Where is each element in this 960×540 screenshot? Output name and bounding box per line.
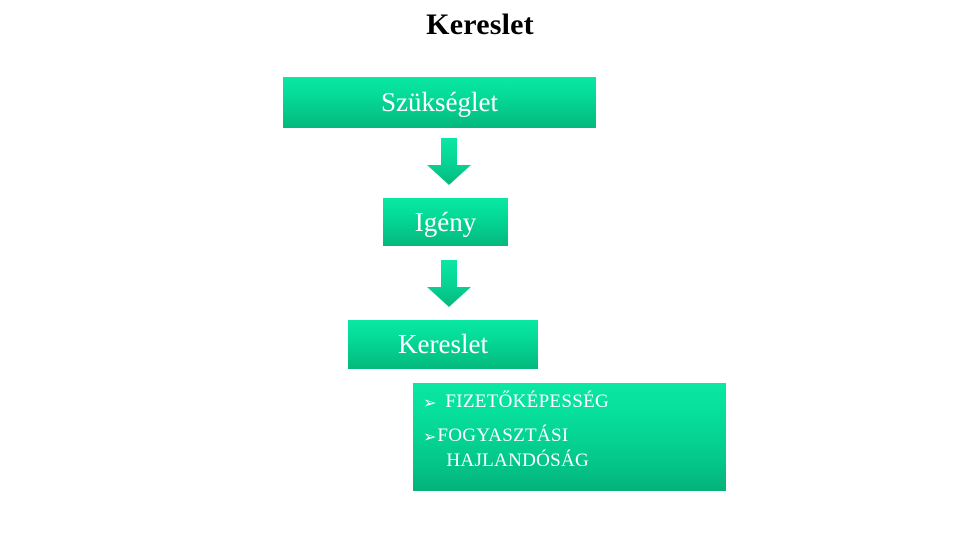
flow-step-kereslet[interactable]: Kereslet (348, 320, 538, 369)
flow-step-igeny[interactable]: Igény (383, 198, 508, 246)
list-item[interactable]: ➢ FOGYASZTÁSI HAJLANDÓSÁG (423, 426, 726, 470)
list-item[interactable]: ➢ FIZETŐKÉPESSÉG (423, 392, 726, 413)
flow-step-label: Igény (414, 206, 477, 237)
list-item-label-line2: HAJLANDÓSÁG (446, 450, 590, 472)
flow-step-label: Kereslet (398, 329, 488, 359)
bullet-arrow-icon: ➢ (423, 429, 437, 447)
page-title: Kereslet (426, 8, 534, 41)
bullet-arrow-icon: ➢ (423, 395, 437, 412)
list-item-label-line1: FOGYASZTÁSI (437, 425, 569, 447)
flow-step-label: Szükséglet (381, 87, 498, 117)
arrow-down-icon-2 (426, 260, 472, 308)
bullet-list-panel: ➢ FIZETŐKÉPESSÉG ➢ FOGYASZTÁSI HAJLANDÓS… (413, 383, 726, 491)
flow-step-szukseglet[interactable]: Szükséglet (283, 77, 596, 128)
arrow-down-icon-1 (426, 138, 472, 186)
list-item-label: FIZETŐKÉPESSÉG (445, 391, 610, 412)
list-item-label: FOGYASZTÁSI HAJLANDÓSÁG (437, 426, 726, 470)
